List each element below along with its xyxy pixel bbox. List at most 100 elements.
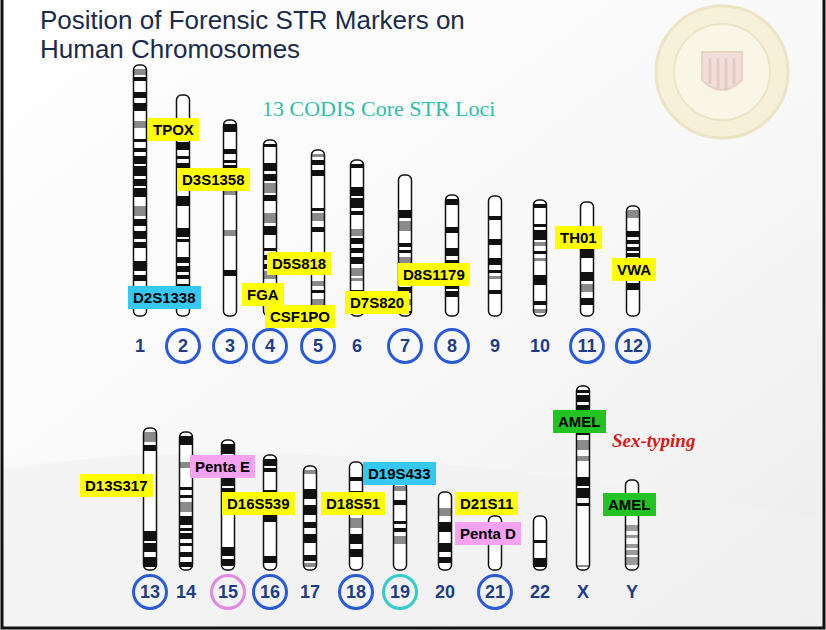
chromosome-band bbox=[304, 563, 317, 567]
chromosome-number-circle: 5 bbox=[300, 328, 336, 364]
chromosome-bands bbox=[304, 470, 317, 567]
chromosome-band bbox=[351, 268, 364, 276]
chromosome-outline bbox=[312, 150, 325, 316]
chromosome-band bbox=[394, 536, 407, 544]
chromosome-band bbox=[144, 432, 157, 442]
chromosome-body bbox=[304, 466, 317, 570]
chromosome-band bbox=[394, 528, 407, 532]
chromosome-number: 4 bbox=[265, 336, 275, 357]
chromosome-band bbox=[180, 436, 193, 445]
chromosome-band bbox=[577, 565, 590, 567]
chromosome-band bbox=[177, 228, 190, 237]
chromosome-band bbox=[180, 516, 193, 525]
chromosome-number: 8 bbox=[447, 336, 457, 357]
background-sweep bbox=[0, 453, 826, 630]
chromosome-number: 7 bbox=[400, 336, 410, 357]
chromosome-band bbox=[439, 508, 452, 516]
chromosome-band bbox=[489, 239, 502, 245]
marker-name: FGA bbox=[247, 286, 279, 303]
chromosome-body bbox=[224, 120, 237, 316]
subtitle: 13 CODIS Core STR Loci bbox=[262, 96, 495, 122]
chromosome-band bbox=[312, 213, 325, 221]
chromosome-band bbox=[264, 174, 277, 181]
chromosome-band bbox=[399, 243, 412, 247]
chromosome-number: 22 bbox=[530, 582, 550, 603]
chromosome-band bbox=[264, 213, 277, 223]
chromosome-band bbox=[264, 459, 277, 466]
chromosome-band bbox=[177, 142, 190, 150]
chromosome-outline bbox=[439, 492, 452, 570]
chromosome-bands bbox=[224, 124, 237, 276]
title: Position of Forensic STR Markers on Huma… bbox=[40, 6, 510, 64]
chromosome-number: 21 bbox=[485, 582, 505, 603]
chromosome-band bbox=[581, 248, 594, 258]
marker-name: D7S820 bbox=[350, 294, 404, 311]
chromosome-band bbox=[439, 557, 452, 563]
chromosome-bands bbox=[312, 154, 325, 313]
marker-box: CSF1PO bbox=[265, 305, 335, 328]
chromosome-band bbox=[351, 164, 364, 168]
chromosome bbox=[534, 516, 547, 570]
chromosome-body bbox=[534, 516, 547, 570]
seal-ring bbox=[656, 6, 788, 138]
chromosome-band bbox=[399, 221, 412, 231]
chromosome-band bbox=[351, 211, 364, 215]
chromosome-band bbox=[534, 242, 547, 246]
chromosome-band bbox=[134, 69, 147, 75]
chromosome-band bbox=[264, 163, 277, 171]
chromosome-number: X bbox=[577, 582, 589, 603]
chromosome-number: 20 bbox=[435, 582, 455, 603]
chromosome-band bbox=[489, 290, 502, 294]
chromosome-band bbox=[534, 251, 547, 254]
chromosome-band bbox=[581, 298, 594, 305]
chromosome-body bbox=[446, 195, 459, 316]
chromosome-band bbox=[264, 144, 277, 147]
chromosome-band bbox=[394, 500, 407, 505]
chromosome-band bbox=[577, 440, 590, 450]
chromosome-band bbox=[399, 210, 412, 218]
chromosome-band bbox=[577, 390, 590, 393]
chromosome-band bbox=[134, 242, 147, 248]
chromosome-number-circle: 7 bbox=[387, 328, 423, 364]
chromosome-band bbox=[399, 250, 412, 253]
chromosome-number-circle: 21 bbox=[477, 574, 513, 610]
chromosome bbox=[144, 428, 157, 570]
chromosome-body bbox=[534, 200, 547, 316]
chromosome-outline bbox=[350, 462, 363, 570]
chromosome-band bbox=[134, 77, 147, 81]
chromosome-number-circle: 15 bbox=[210, 574, 246, 610]
chromosome-outline bbox=[446, 195, 459, 316]
chromosome-band bbox=[534, 258, 547, 261]
marker-box: D2S1338 bbox=[128, 286, 201, 309]
chromosome-band bbox=[144, 543, 157, 552]
chromosome-bands bbox=[264, 144, 277, 301]
chromosome bbox=[134, 65, 147, 316]
chromosome-band bbox=[134, 179, 147, 186]
chromosome-number: Y bbox=[626, 582, 638, 603]
chromosome-outline bbox=[534, 200, 547, 316]
chromosome-body bbox=[489, 196, 502, 316]
chromosome-number: 18 bbox=[346, 582, 366, 603]
chromosome-band bbox=[222, 444, 235, 454]
chromosome-number-circle: 11 bbox=[569, 328, 605, 364]
chromosome-band bbox=[134, 219, 147, 226]
chromosome-outline bbox=[180, 432, 193, 570]
chromosome-band bbox=[304, 489, 317, 499]
chromosome-band bbox=[177, 196, 190, 206]
chromosome-band bbox=[312, 290, 325, 293]
marker-box: D18S51 bbox=[321, 492, 385, 515]
chromosome-band bbox=[177, 156, 190, 159]
chromosome-band bbox=[304, 555, 317, 561]
chromosome-band bbox=[577, 456, 590, 461]
chromosome-body bbox=[312, 150, 325, 316]
chromosome-band bbox=[134, 261, 147, 271]
chromosome-band bbox=[304, 522, 317, 528]
chromosome-band bbox=[489, 270, 502, 273]
chromosome-band bbox=[626, 535, 639, 538]
marker-box: TPOX bbox=[148, 118, 199, 141]
chromosome-number-circle: 19 bbox=[382, 574, 418, 610]
chromosome-band bbox=[144, 531, 157, 541]
chromosome-band bbox=[222, 547, 235, 556]
chromosome-band bbox=[264, 556, 277, 563]
